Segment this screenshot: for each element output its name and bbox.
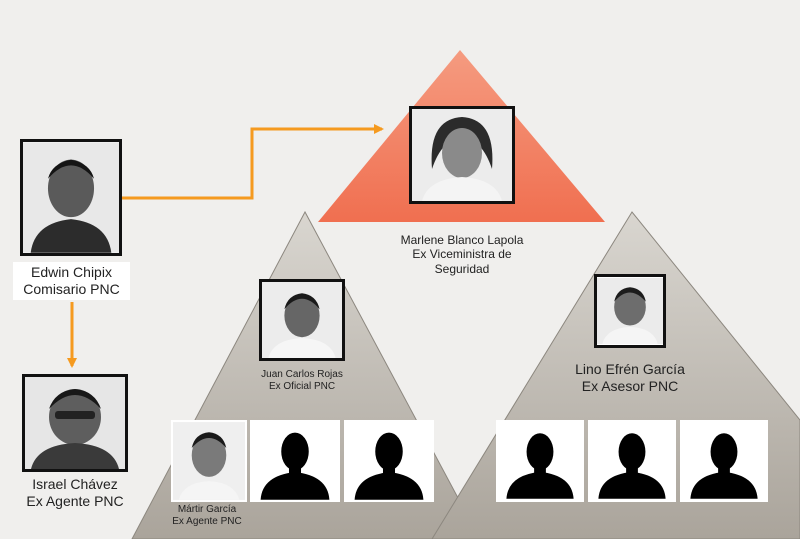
label-marlene-blanco-lapola: Marlene Blanco Lapola Ex Viceministra de… (382, 233, 542, 276)
label-edwin-chipix: Edwin Chipix Comisario PNC (13, 262, 130, 300)
unknown-member-1 (250, 420, 340, 502)
role-marlene-line2: Seguridad (434, 261, 490, 276)
name-edwin-chipix: Edwin Chipix (31, 264, 112, 280)
label-martir-garcia: Mártir García Ex Agente PNC (155, 504, 259, 528)
silhouette-icon (590, 423, 674, 499)
name-martir-garcia: Mártir García (177, 504, 237, 515)
photo-juan-carlos-rojas (259, 279, 345, 361)
portrait-icon (597, 278, 663, 344)
name-juan-carlos-rojas: Juan Carlos Rojas (261, 369, 343, 380)
portrait-icon (173, 422, 245, 500)
unknown-member-2 (344, 420, 434, 502)
role-edwin-chipix: Comisario PNC (23, 280, 120, 297)
label-israel-chavez: Israel Chávez Ex Agente PNC (12, 476, 138, 510)
label-lino-efren-garcia: Lino Efrén García Ex Asesor PNC (560, 361, 700, 395)
role-marlene-line1: Ex Viceministra de (412, 247, 512, 262)
photo-israel-chavez (22, 374, 128, 472)
name-marlene-blanco-lapola: Marlene Blanco Lapola (400, 233, 524, 247)
photo-marlene-blanco-lapola (409, 106, 515, 204)
role-martir-garcia: Ex Agente PNC (172, 516, 242, 527)
photo-edwin-chipix (20, 139, 122, 256)
role-israel-chavez: Ex Agente PNC (26, 492, 124, 509)
name-lino-efren-garcia: Lino Efrén García (575, 361, 685, 377)
silhouette-icon (682, 423, 766, 499)
photo-lino-efren-garcia (594, 274, 666, 348)
silhouette-icon (346, 422, 432, 500)
name-israel-chavez: Israel Chávez (32, 476, 118, 492)
portrait-icon (412, 109, 512, 201)
role-lino-efren-garcia: Ex Asesor PNC (581, 377, 679, 394)
unknown-member-5 (680, 420, 768, 502)
arrow-edwin-to-marlene (122, 124, 384, 200)
label-juan-carlos-rojas: Juan Carlos Rojas Ex Oficial PNC (240, 369, 364, 393)
portrait-icon (25, 377, 125, 469)
role-juan-carlos-rojas: Ex Oficial PNC (268, 381, 336, 392)
portrait-icon (23, 142, 119, 253)
unknown-member-4 (588, 420, 676, 502)
photo-martir-garcia (171, 420, 247, 502)
portrait-icon (262, 282, 342, 358)
unknown-member-3 (496, 420, 584, 502)
silhouette-icon (498, 423, 582, 499)
silhouette-icon (252, 422, 338, 500)
